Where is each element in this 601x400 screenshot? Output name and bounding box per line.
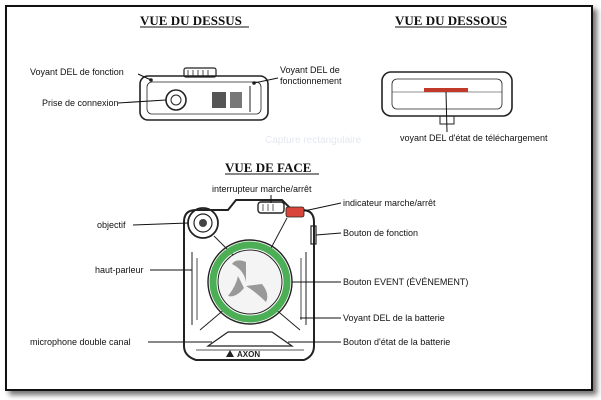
label-function-led: Voyant DEL de fonction [30,67,124,77]
top-view-inner [146,81,262,115]
title-front-view: VUE DE FACE [225,160,311,175]
leader-function-button [315,232,342,236]
leader-connection-port [117,99,167,104]
power-indicator-light [285,206,305,218]
label-lens: objectif [97,220,126,230]
blade-2 [246,284,268,302]
leader-function-led [137,73,152,81]
label-event-button: Bouton EVENT (ÉVÉNEMENT) [343,277,468,287]
label-power-switch: interrupteur marche/arrêt [212,184,312,194]
axon-logo-icon [226,350,234,357]
top-view-switch [183,67,217,78]
watermark-text: Capture rectangulaire [265,135,362,146]
front-view-device: AXON [183,199,317,361]
label-speaker: haut-parleur [95,265,144,275]
label-operation-led-1: Voyant DEL de [280,65,340,75]
title-top-view: VUE DU DESSUS [140,13,242,28]
label-download-led: voyant DEL d'état de téléchargement [400,133,548,143]
axon-brand: AXON [237,350,260,359]
label-battery-status-button: Bouton d'état de la batterie [343,337,450,347]
label-battery-led: Voyant DEL de la batterie [343,313,445,323]
label-function-button: Bouton de fonction [343,228,418,238]
top-view-module [212,92,226,108]
top-view-device [139,67,269,121]
bottom-view-inner [391,78,503,110]
battery-button [206,331,294,347]
label-power-indicator: indicateur marche/arrêt [343,198,436,208]
event-ring-green [209,241,291,323]
diagram-frame [5,5,593,391]
title-bottom-view: VUE DU DESSOUS [395,13,507,28]
leader-power-indicator [303,202,342,212]
power-switch [257,201,285,214]
label-operation-led-2: fonctionnement [280,76,342,86]
blade-3 [228,276,244,297]
connection-port-icon [165,89,187,111]
leader-lens [132,222,189,226]
label-dual-mic: microphone double canal [30,337,131,347]
download-led-bar [424,88,468,92]
top-view-body [139,75,269,121]
leader-operation-led [253,77,279,84]
leader-download-led [445,91,448,133]
label-connection-port: Prise de connexion [42,98,119,108]
blade-1 [232,260,246,282]
event-button-face [217,249,283,315]
